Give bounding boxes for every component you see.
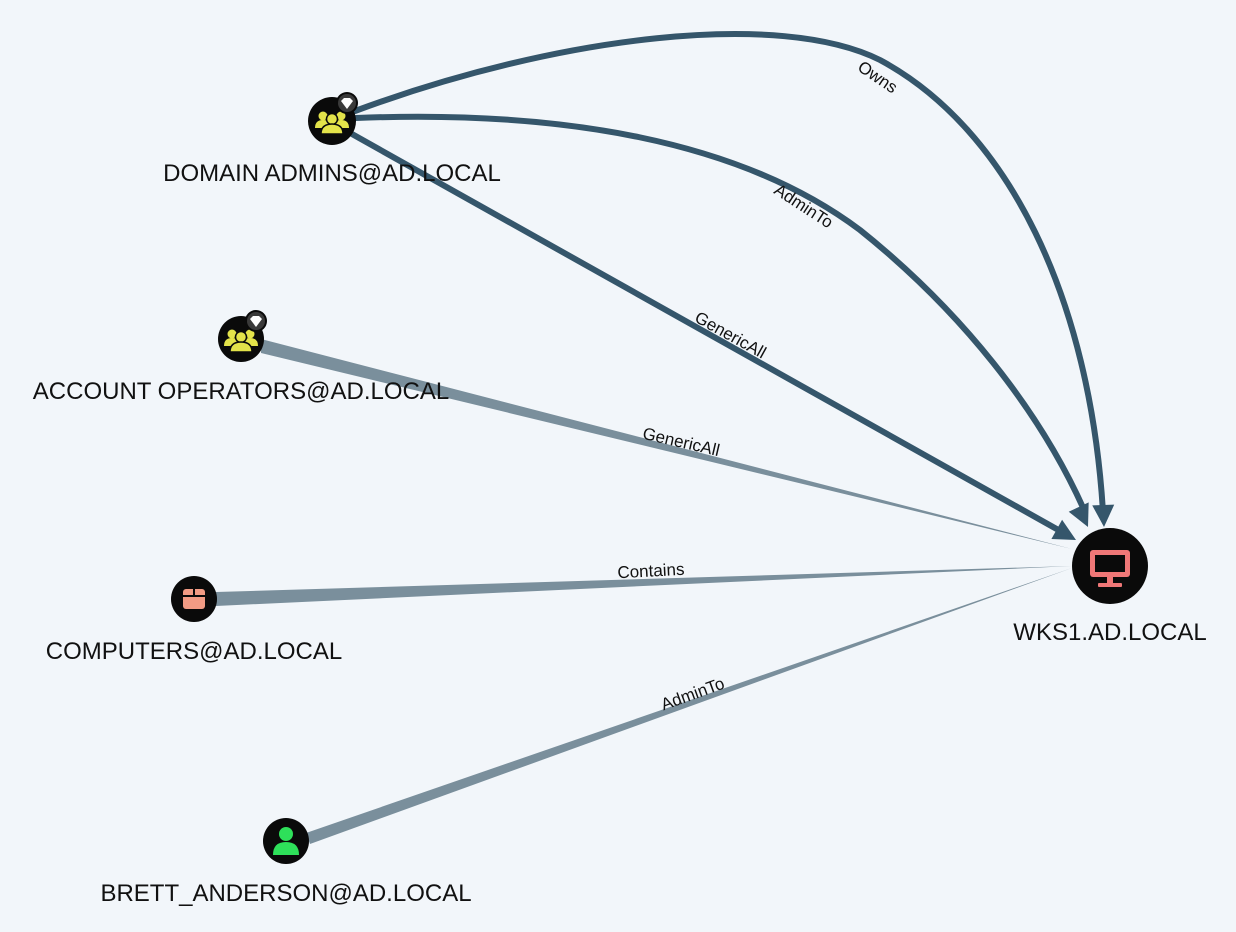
edge-e-contains[interactable]: Contains [216, 560, 1072, 606]
node-label: DOMAIN ADMINS@AD.LOCAL [163, 160, 501, 187]
node-computers[interactable]: COMPUTERS@AD.LOCAL [46, 576, 342, 665]
nodes-layer: DOMAIN ADMINS@AD.LOCAL ACCOUNT OPERATORS@… [33, 92, 1207, 907]
node-label: ACCOUNT OPERATORS@AD.LOCAL [33, 378, 449, 405]
edge-label: Contains [617, 560, 685, 582]
edge-label: Owns [854, 57, 901, 97]
node-domain-admins[interactable]: DOMAIN ADMINS@AD.LOCAL [163, 92, 501, 187]
edge-label: GenericAll [692, 308, 770, 363]
group-icon [315, 111, 349, 135]
computer-icon [1090, 550, 1130, 587]
node-account-operators[interactable]: ACCOUNT OPERATORS@AD.LOCAL [33, 310, 449, 405]
edge-line[interactable] [349, 131, 1065, 535]
edge-line[interactable] [352, 31, 1106, 515]
edge-line[interactable] [353, 113, 1088, 515]
edge-e-owns[interactable]: Owns [352, 31, 1115, 527]
edge-arrow-head [1051, 519, 1076, 540]
edge-arrow-head [1092, 504, 1115, 527]
node-wks1[interactable]: WKS1.AD.LOCAL [1013, 528, 1207, 646]
edge-line[interactable] [261, 339, 1072, 549]
edge-line[interactable] [306, 568, 1072, 844]
node-label: BRETT_ANDERSON@AD.LOCAL [100, 880, 471, 907]
edge-label: GenericAll [641, 424, 722, 460]
node-brett-anderson[interactable]: BRETT_ANDERSON@AD.LOCAL [100, 818, 472, 907]
node-label: WKS1.AD.LOCAL [1013, 619, 1206, 646]
edge-line[interactable] [216, 566, 1072, 606]
edge-e-adminto-brett[interactable]: AdminTo [306, 568, 1072, 844]
group-icon [224, 329, 258, 353]
high-value-diamond-icon [245, 310, 267, 332]
ou-icon [183, 589, 205, 609]
edge-e-genericall-ao[interactable]: GenericAll [261, 339, 1072, 549]
user-icon [273, 827, 299, 855]
high-value-diamond-icon [336, 92, 358, 114]
edges-layer: OwnsAdminToGenericAllGenericAllContainsA… [216, 31, 1115, 844]
edge-arrow-head [1068, 502, 1089, 527]
node-label: COMPUTERS@AD.LOCAL [46, 638, 342, 665]
edge-label: AdminTo [658, 674, 727, 714]
